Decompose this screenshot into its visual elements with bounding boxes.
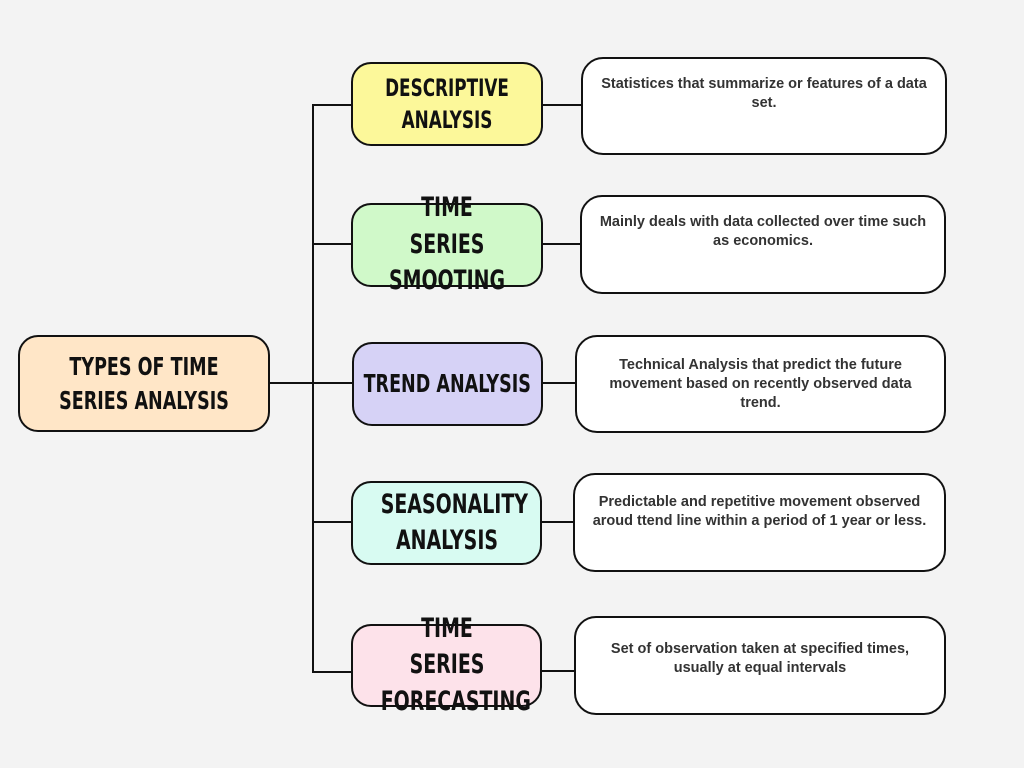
description-box-2: Mainly deals with data collected over ti… [580,195,946,294]
description-text: Predictable and repetitive movement obse… [592,494,927,529]
branch-label: Seasonality Analysis [380,488,528,556]
description-text: Technical Analysis that predict the futu… [609,357,912,411]
desc-connector-5 [541,670,576,672]
desc-connector-2 [541,243,583,245]
root-node-label: Types of Time Series Analysis [59,351,229,415]
branch-node-time-series-forecasting: Time Series Forecasting [351,613,542,717]
desc-connector-4 [541,521,576,523]
description-box-3: Technical Analysis that predict the futu… [575,335,946,433]
branch-label: Time Series Smooting [388,192,506,297]
root-node: Types of Time Series Analysis [18,335,270,432]
description-box-1: Statistices that summarize or features o… [581,57,947,155]
branch-node-descriptive-analysis: Descriptive Analysis [351,62,543,146]
branch-label: Time Series Forecasting [380,612,531,717]
description-box-5: Set of observation taken at specified ti… [574,616,946,715]
branch-node-seasonality-analysis: Seasonality Analysis [351,481,542,565]
description-text: Mainly deals with data collected over ti… [599,214,927,249]
description-text: Statistices that summarize or features o… [601,76,927,111]
trunk-line [312,104,314,673]
branch-connector-4 [312,521,352,523]
branch-connector-3 [312,382,352,384]
branch-node-time-series-smooting: Time Series Smooting [351,192,543,296]
branch-label: Trend Analysis [363,369,532,399]
description-text: Set of observation taken at specified ti… [610,641,910,676]
branch-node-trend-analysis: Trend Analysis [352,342,543,426]
branch-label: Descriptive Analysis [385,73,509,134]
branch-connector-2 [312,243,352,245]
branch-connector-5 [312,671,352,673]
desc-connector-1 [541,104,583,106]
description-box-4: Predictable and repetitive movement obse… [573,473,946,572]
root-connector [269,382,314,384]
desc-connector-3 [541,382,577,384]
branch-connector-1 [312,104,352,106]
